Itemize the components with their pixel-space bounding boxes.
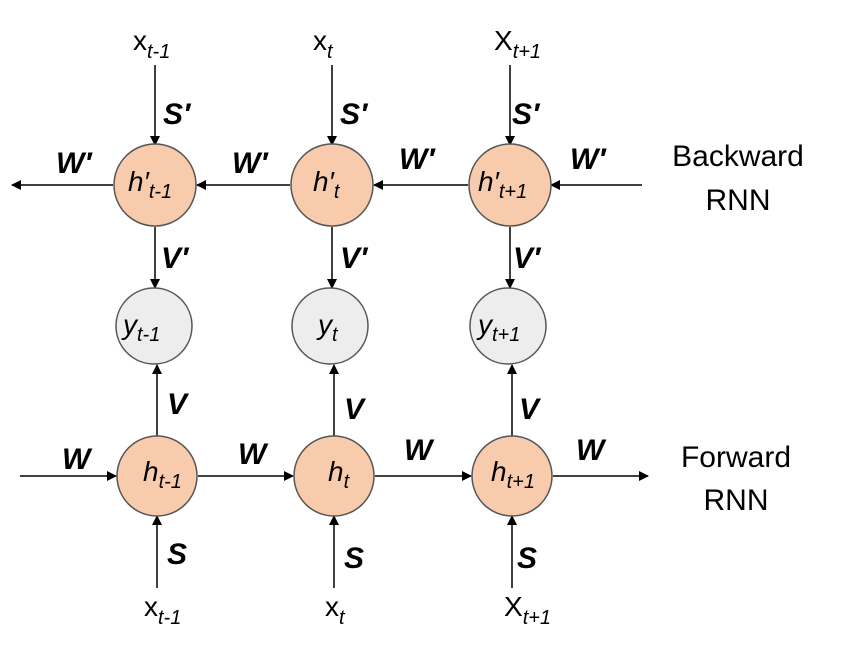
forward-rnn-label-line2: RNN <box>704 484 769 517</box>
forward-output-arrows <box>152 364 517 436</box>
forward-node-1-label: ht-1 <box>143 456 182 493</box>
forward-node-3-circle <box>471 435 553 517</box>
forward-input-1: xt-1 <box>144 591 181 629</box>
backward-output-weights: V′ V′ V′ <box>161 242 542 275</box>
backward-input-3: Xt+1 <box>494 25 541 63</box>
output-node-3: yt+1 <box>469 287 547 365</box>
forward-input-weights: S S S <box>167 538 537 575</box>
backward-node-2: h′t <box>290 143 374 227</box>
forward-nodes: ht-1 ht ht+1 <box>116 435 553 517</box>
forward-input-3: Xt+1 <box>504 591 551 629</box>
forward-output-weight-1: V <box>167 388 190 421</box>
forward-output-weights: V V V <box>167 388 542 426</box>
backward-recurrent-weight-3-2: W′ <box>399 143 436 176</box>
forward-input-arrows <box>152 515 517 588</box>
backward-output-arrows <box>150 227 515 289</box>
output-nodes: yt-1 yt yt+1 <box>115 287 547 365</box>
forward-output-weight-2: V <box>344 393 367 426</box>
output-node-2-circle <box>291 287 369 365</box>
forward-node-1-circle <box>116 435 198 517</box>
forward-node-2-label: ht <box>328 456 351 493</box>
forward-recurrent-weight-1-2: W <box>238 438 269 471</box>
backward-rnn-label: Backward RNN <box>672 140 804 217</box>
output-node-1-label: yt-1 <box>121 309 160 346</box>
backward-recurrent-weight-out: W′ <box>56 147 93 180</box>
backward-node-3: h′t+1 <box>468 143 552 227</box>
backward-node-2-circle <box>290 143 374 227</box>
backward-output-weight-2: V′ <box>340 242 369 275</box>
forward-node-3-label: ht+1 <box>491 456 535 493</box>
forward-output-weight-3: V <box>519 393 542 426</box>
backward-input-weight-1: S′ <box>163 98 192 131</box>
backward-rnn-label-line1: Backward <box>672 140 804 173</box>
backward-output-weight-1: V′ <box>161 242 190 275</box>
backward-recurrent-weight-2-1: W′ <box>232 147 269 180</box>
forward-input-weight-1: S <box>167 538 187 571</box>
forward-recurrent-weight-out: W <box>576 434 607 467</box>
output-node-2-label: yt <box>316 309 339 346</box>
backward-input-1: xt-1 <box>133 25 170 63</box>
backward-recurrent-weights: W′ W′ W′ W′ <box>56 143 607 180</box>
forward-rnn-label-line1: Forward <box>681 441 791 474</box>
forward-input-weight-3: S <box>517 542 537 575</box>
output-node-2: yt <box>291 287 369 365</box>
backward-node-1-circle <box>113 143 197 227</box>
backward-output-weight-3: V′ <box>513 242 542 275</box>
forward-node-1: ht-1 <box>116 435 198 517</box>
backward-node-3-label: h′t+1 <box>478 166 527 203</box>
backward-nodes: h′t-1 h′t h′t+1 <box>113 143 552 227</box>
forward-input-2: xt <box>325 591 346 629</box>
forward-recurrent-weight-in: W <box>62 443 93 476</box>
forward-node-2-circle <box>293 435 375 517</box>
backward-input-weight-2: S′ <box>340 98 369 131</box>
backward-input-weight-3: S′ <box>512 98 541 131</box>
backward-node-3-circle <box>468 143 552 227</box>
output-node-3-label: yt+1 <box>476 309 520 346</box>
forward-rnn-label: Forward RNN <box>681 441 791 517</box>
output-node-1: yt-1 <box>115 287 193 365</box>
backward-node-2-label: h′t <box>313 166 341 203</box>
forward-node-3: ht+1 <box>471 435 553 517</box>
backward-input-weights: S′ S′ S′ <box>163 98 541 131</box>
forward-recurrent-weight-2-3: W <box>404 434 435 467</box>
backward-rnn-label-line2: RNN <box>706 184 771 217</box>
forward-node-2: ht <box>293 435 375 517</box>
backward-inputs: xt-1 xt Xt+1 <box>133 25 541 63</box>
forward-input-weight-2: S <box>344 542 364 575</box>
forward-inputs: xt-1 xt Xt+1 <box>144 591 551 629</box>
output-node-1-circle <box>115 287 193 365</box>
output-node-3-circle <box>469 287 547 365</box>
forward-recurrent-weights: W W W W <box>62 434 607 476</box>
backward-input-arrows <box>150 65 515 146</box>
backward-recurrent-weight-in: W′ <box>570 143 607 176</box>
backward-node-1-label: h′t-1 <box>128 166 172 203</box>
backward-input-2: xt <box>313 25 334 63</box>
backward-node-1: h′t-1 <box>113 143 197 227</box>
